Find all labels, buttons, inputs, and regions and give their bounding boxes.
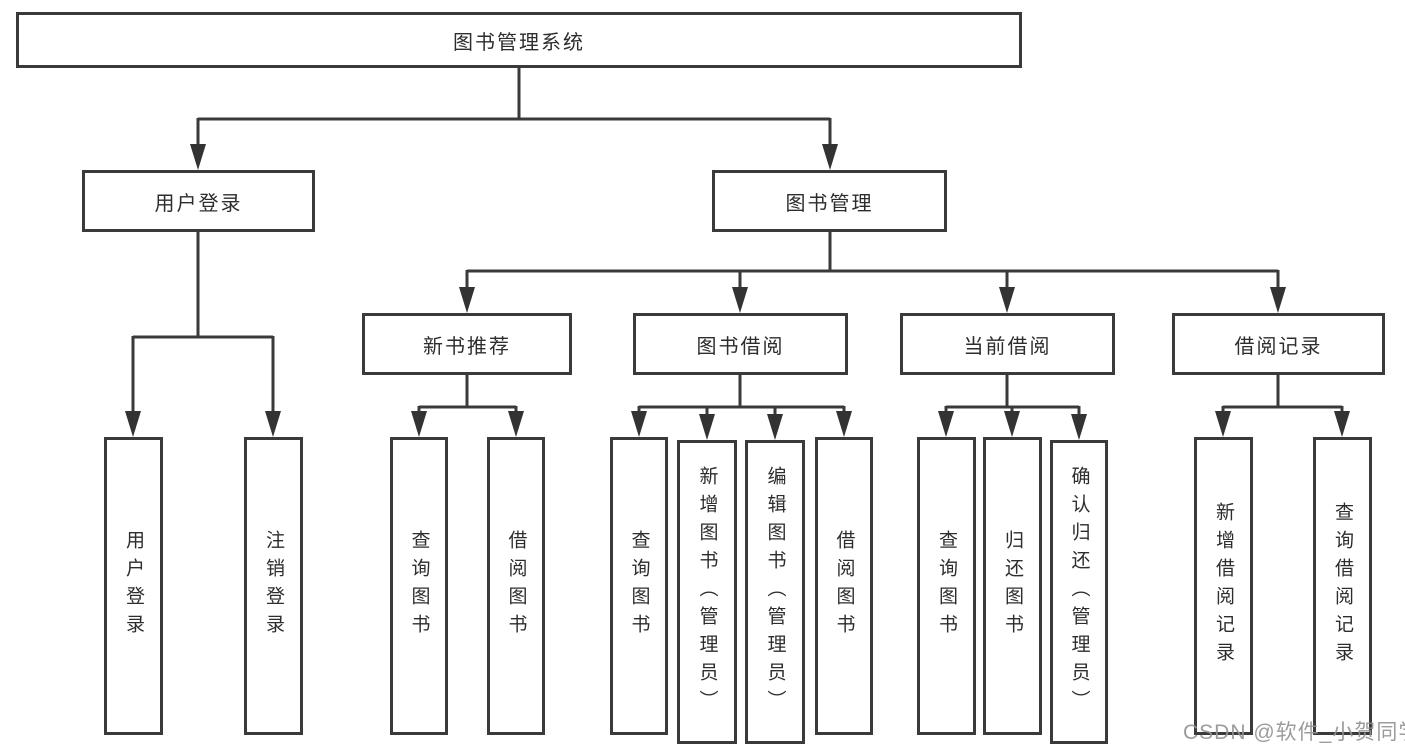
node-current-borrow-label: 当前借阅 (963, 335, 1052, 358)
leaf-edit-books-admin-label: 编辑图书（管理员） (764, 466, 786, 718)
leaf-query-borrow-record-label: 查询借阅记录 (1332, 502, 1353, 670)
node-new-book-recommend-label: 新书推荐 (423, 335, 511, 358)
connector-book-mgmt-children (459, 232, 1286, 313)
node-current-borrow: 当前借阅 (900, 313, 1115, 375)
leaf-query-books-1-label: 查询图书 (408, 530, 430, 642)
csdn-watermark: CSDN @软件_小贺同学 (1183, 721, 1405, 744)
leaf-query-books-2: 查询图书 (610, 437, 668, 735)
leaf-confirm-return-admin: 确认归还（管理员） (1050, 440, 1108, 744)
leaf-borrow-books-2-label: 借阅图书 (833, 530, 855, 642)
node-library-system: 图书管理系统 (16, 12, 1022, 68)
leaf-logout: 注销登录 (244, 437, 303, 735)
leaf-return-books: 归还图书 (983, 437, 1042, 735)
node-borrow-records: 借阅记录 (1172, 313, 1385, 375)
leaf-add-borrow-record-label: 新增借阅记录 (1213, 502, 1234, 670)
leaf-borrow-books-1-label: 借阅图书 (505, 530, 527, 642)
connector-book-borrow-children (631, 375, 852, 440)
node-library-system-label: 图书管理系统 (453, 31, 585, 54)
leaf-query-borrow-record: 查询借阅记录 (1313, 437, 1372, 735)
leaf-query-books-3-label: 查询图书 (936, 530, 957, 642)
leaf-query-books-1: 查询图书 (390, 437, 448, 735)
connector-current-borrow-children (938, 375, 1087, 440)
leaf-logout-label: 注销登录 (263, 530, 284, 642)
leaf-confirm-return-admin-label: 确认归还（管理员） (1068, 466, 1090, 718)
node-book-management: 图书管理 (712, 170, 947, 232)
connector-new-book-children (411, 375, 524, 437)
leaf-edit-books-admin: 编辑图书（管理员） (745, 440, 805, 744)
leaf-add-books-admin: 新增图书（管理员） (677, 440, 737, 744)
connector-user-login-children (125, 232, 281, 437)
leaf-query-books-3: 查询图书 (917, 437, 976, 735)
node-user-login-label: 用户登录 (154, 192, 243, 215)
leaf-query-books-2-label: 查询图书 (628, 530, 650, 642)
leaf-add-books-admin-label: 新增图书（管理员） (696, 466, 718, 718)
connector-borrow-records-children (1215, 375, 1350, 437)
node-book-management-label: 图书管理 (785, 192, 874, 215)
leaf-borrow-books-1: 借阅图书 (487, 437, 545, 735)
leaf-return-books-label: 归还图书 (1002, 530, 1023, 642)
node-book-borrow: 图书借阅 (633, 313, 848, 375)
node-book-borrow-label: 图书借阅 (696, 335, 785, 358)
node-borrow-records-label: 借阅记录 (1234, 335, 1323, 358)
leaf-user-login: 用户登录 (104, 437, 163, 735)
leaf-add-borrow-record: 新增借阅记录 (1194, 437, 1253, 735)
leaf-borrow-books-2: 借阅图书 (815, 437, 873, 735)
connector-root-to-level2 (190, 68, 838, 170)
node-user-login: 用户登录 (82, 170, 315, 232)
leaf-user-login-label: 用户登录 (123, 530, 144, 642)
node-new-book-recommend: 新书推荐 (362, 313, 572, 375)
